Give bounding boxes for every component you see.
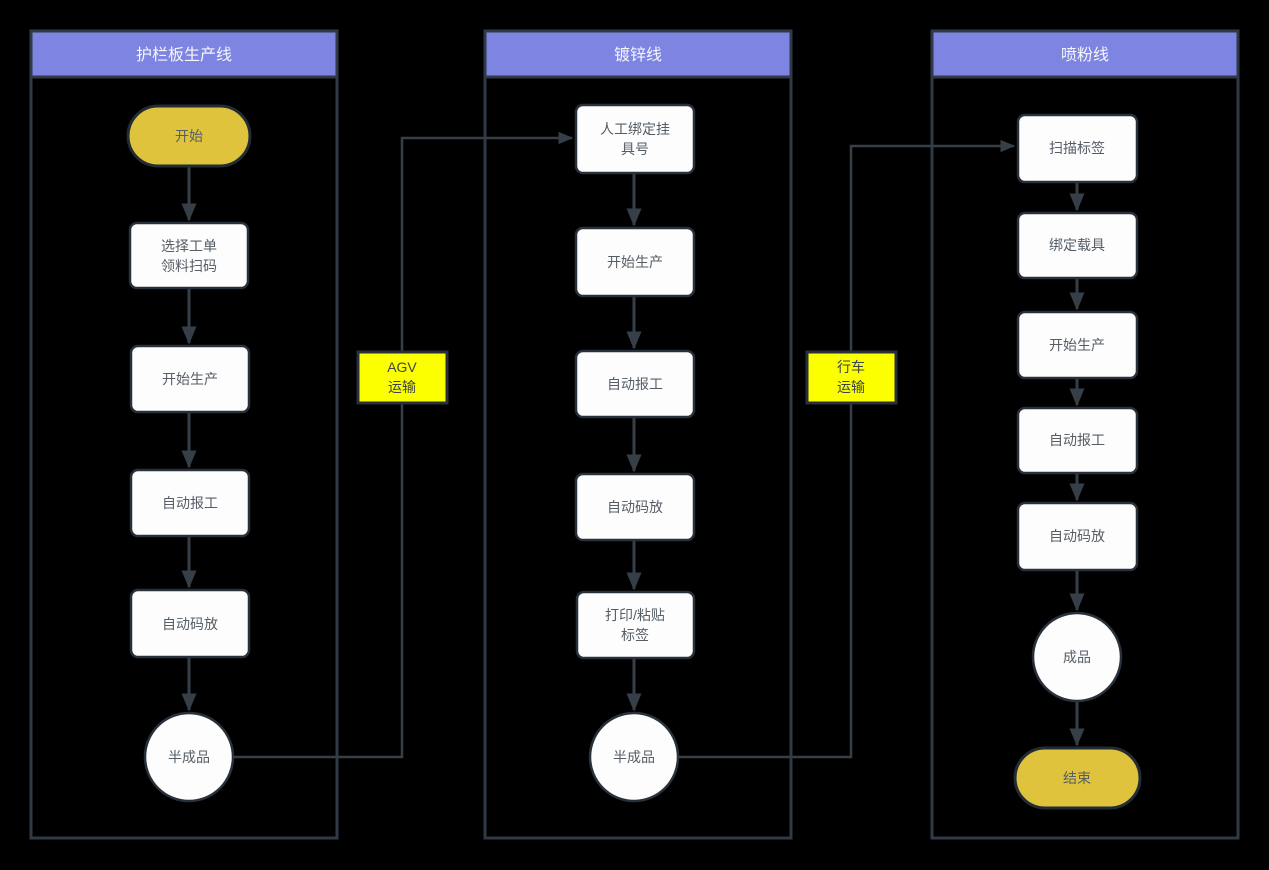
node-l2-print-label-line1: 打印/粘贴: [605, 607, 665, 623]
transport-label-crane-line1: 行车: [837, 359, 865, 375]
lane-guardrail: 护栏板生产线 开始 选择工单 领料扫码 开始生产 自动报工 自动码放: [29, 29, 339, 840]
node-l3-auto-stack-label: 自动码放: [1049, 528, 1105, 544]
node-l2-start-production-label: 开始生产: [607, 254, 663, 270]
node-l1-start: 开始: [126, 104, 252, 168]
node-l3-scan-label-shape: [1016, 113, 1139, 184]
lane-galvanizing-title: 镀锌线: [614, 46, 662, 64]
node-l1-pick-order-shape: [128, 221, 250, 290]
node-l1-pick-order: 选择工单 领料扫码: [128, 221, 250, 290]
lane-powder-header: [930, 29, 1240, 79]
node-l2-auto-report: 自动报工: [574, 349, 696, 419]
lane-galvanizing-header: [483, 29, 793, 79]
node-l3-bind-carrier-label: 绑定载具: [1049, 237, 1105, 253]
start-stadium-shape: [126, 104, 252, 168]
node-l3-finished-shape: [1031, 611, 1123, 703]
node-l3-finished: 成品: [1031, 611, 1123, 703]
node-l2-auto-report-label: 自动报工: [607, 376, 663, 392]
lane-powder: 喷粉线 扫描标签 绑定载具 开始生产 自动报工 自动码放 成品: [930, 29, 1240, 840]
node-l2-start-production-shape: [574, 226, 696, 298]
node-l3-end-label: 结束: [1063, 770, 1091, 786]
node-l3-bind-carrier-shape: [1016, 211, 1139, 280]
transport-label-agv-shape: [356, 350, 449, 405]
transport-label-crane-line2: 运输: [837, 379, 865, 395]
node-l2-bind-hanger: 人工绑定挂 具号: [574, 103, 696, 175]
end-stadium-shape: [1013, 746, 1142, 810]
node-l1-start-production: 开始生产: [129, 344, 251, 414]
lane-galvanizing: 镀锌线 人工绑定挂 具号 开始生产 自动报工 自动码放 打印/粘贴 标签: [483, 29, 793, 840]
node-l3-auto-stack-shape: [1016, 501, 1139, 572]
node-l2-bind-hanger-line2: 具号: [621, 141, 649, 157]
node-l1-pick-order-line2: 领料扫码: [161, 258, 217, 274]
node-l3-auto-report-label: 自动报工: [1049, 432, 1105, 448]
node-l1-semifinished-label: 半成品: [168, 749, 210, 765]
transport-label-agv: AGV 运输: [356, 350, 449, 405]
node-l1-start-label: 开始: [175, 128, 203, 144]
lane-guardrail-title: 护栏板生产线: [136, 46, 232, 64]
connector-agv-transport: [233, 131, 574, 759]
node-l3-auto-stack: 自动码放: [1016, 501, 1139, 572]
node-l2-print-label: 打印/粘贴 标签: [575, 590, 696, 660]
node-l1-auto-stack-label: 自动码放: [162, 616, 218, 632]
node-l2-semifinished-label: 半成品: [613, 749, 655, 765]
node-l3-auto-report-shape: [1016, 406, 1139, 475]
transport-label-crane-shape: [805, 350, 898, 405]
node-l1-semifinished: 半成品: [143, 711, 235, 803]
node-l1-pick-order-line1: 选择工单: [161, 238, 217, 254]
node-l2-print-label-shape: [575, 590, 696, 660]
node-l1-auto-stack-shape: [129, 588, 251, 659]
node-l1-auto-report: 自动报工: [129, 468, 251, 538]
node-l2-print-label-line2: 标签: [621, 627, 649, 643]
transport-label-agv-line2: 运输: [388, 379, 416, 395]
node-l1-auto-stack: 自动码放: [129, 588, 251, 659]
node-l1-start-production-shape: [129, 344, 251, 414]
node-l3-auto-report: 自动报工: [1016, 406, 1139, 475]
lane-guardrail-header: [29, 29, 339, 79]
transport-label-agv-line1: AGV: [387, 359, 417, 375]
node-l1-auto-report-shape: [129, 468, 251, 538]
node-l3-bind-carrier: 绑定载具: [1016, 211, 1139, 280]
node-l2-auto-report-shape: [574, 349, 696, 419]
node-l2-auto-stack-label: 自动码放: [607, 499, 663, 515]
node-l3-end: 结束: [1013, 746, 1142, 810]
node-l1-auto-report-label: 自动报工: [162, 495, 218, 511]
node-l3-start-production-label: 开始生产: [1049, 337, 1105, 353]
node-l3-scan-label: 扫描标签: [1016, 113, 1139, 184]
node-l3-start-production-shape: [1016, 310, 1139, 380]
connector-crane-transport: [678, 139, 1016, 759]
node-l2-auto-stack: 自动码放: [574, 472, 696, 542]
node-l3-finished-label: 成品: [1063, 649, 1091, 665]
lane-powder-title: 喷粉线: [1061, 46, 1109, 64]
node-l2-bind-hanger-shape: [574, 103, 696, 175]
node-l3-scan-label-label: 扫描标签: [1049, 140, 1105, 156]
node-l2-start-production: 开始生产: [574, 226, 696, 298]
transport-label-crane: 行车 运输: [805, 350, 898, 405]
node-l2-bind-hanger-line1: 人工绑定挂: [600, 121, 670, 137]
node-l2-semifinished: 半成品: [588, 711, 680, 803]
node-l1-start-production-label: 开始生产: [162, 371, 218, 387]
node-l3-start-production: 开始生产: [1016, 310, 1139, 380]
node-l2-auto-stack-shape: [574, 472, 696, 542]
